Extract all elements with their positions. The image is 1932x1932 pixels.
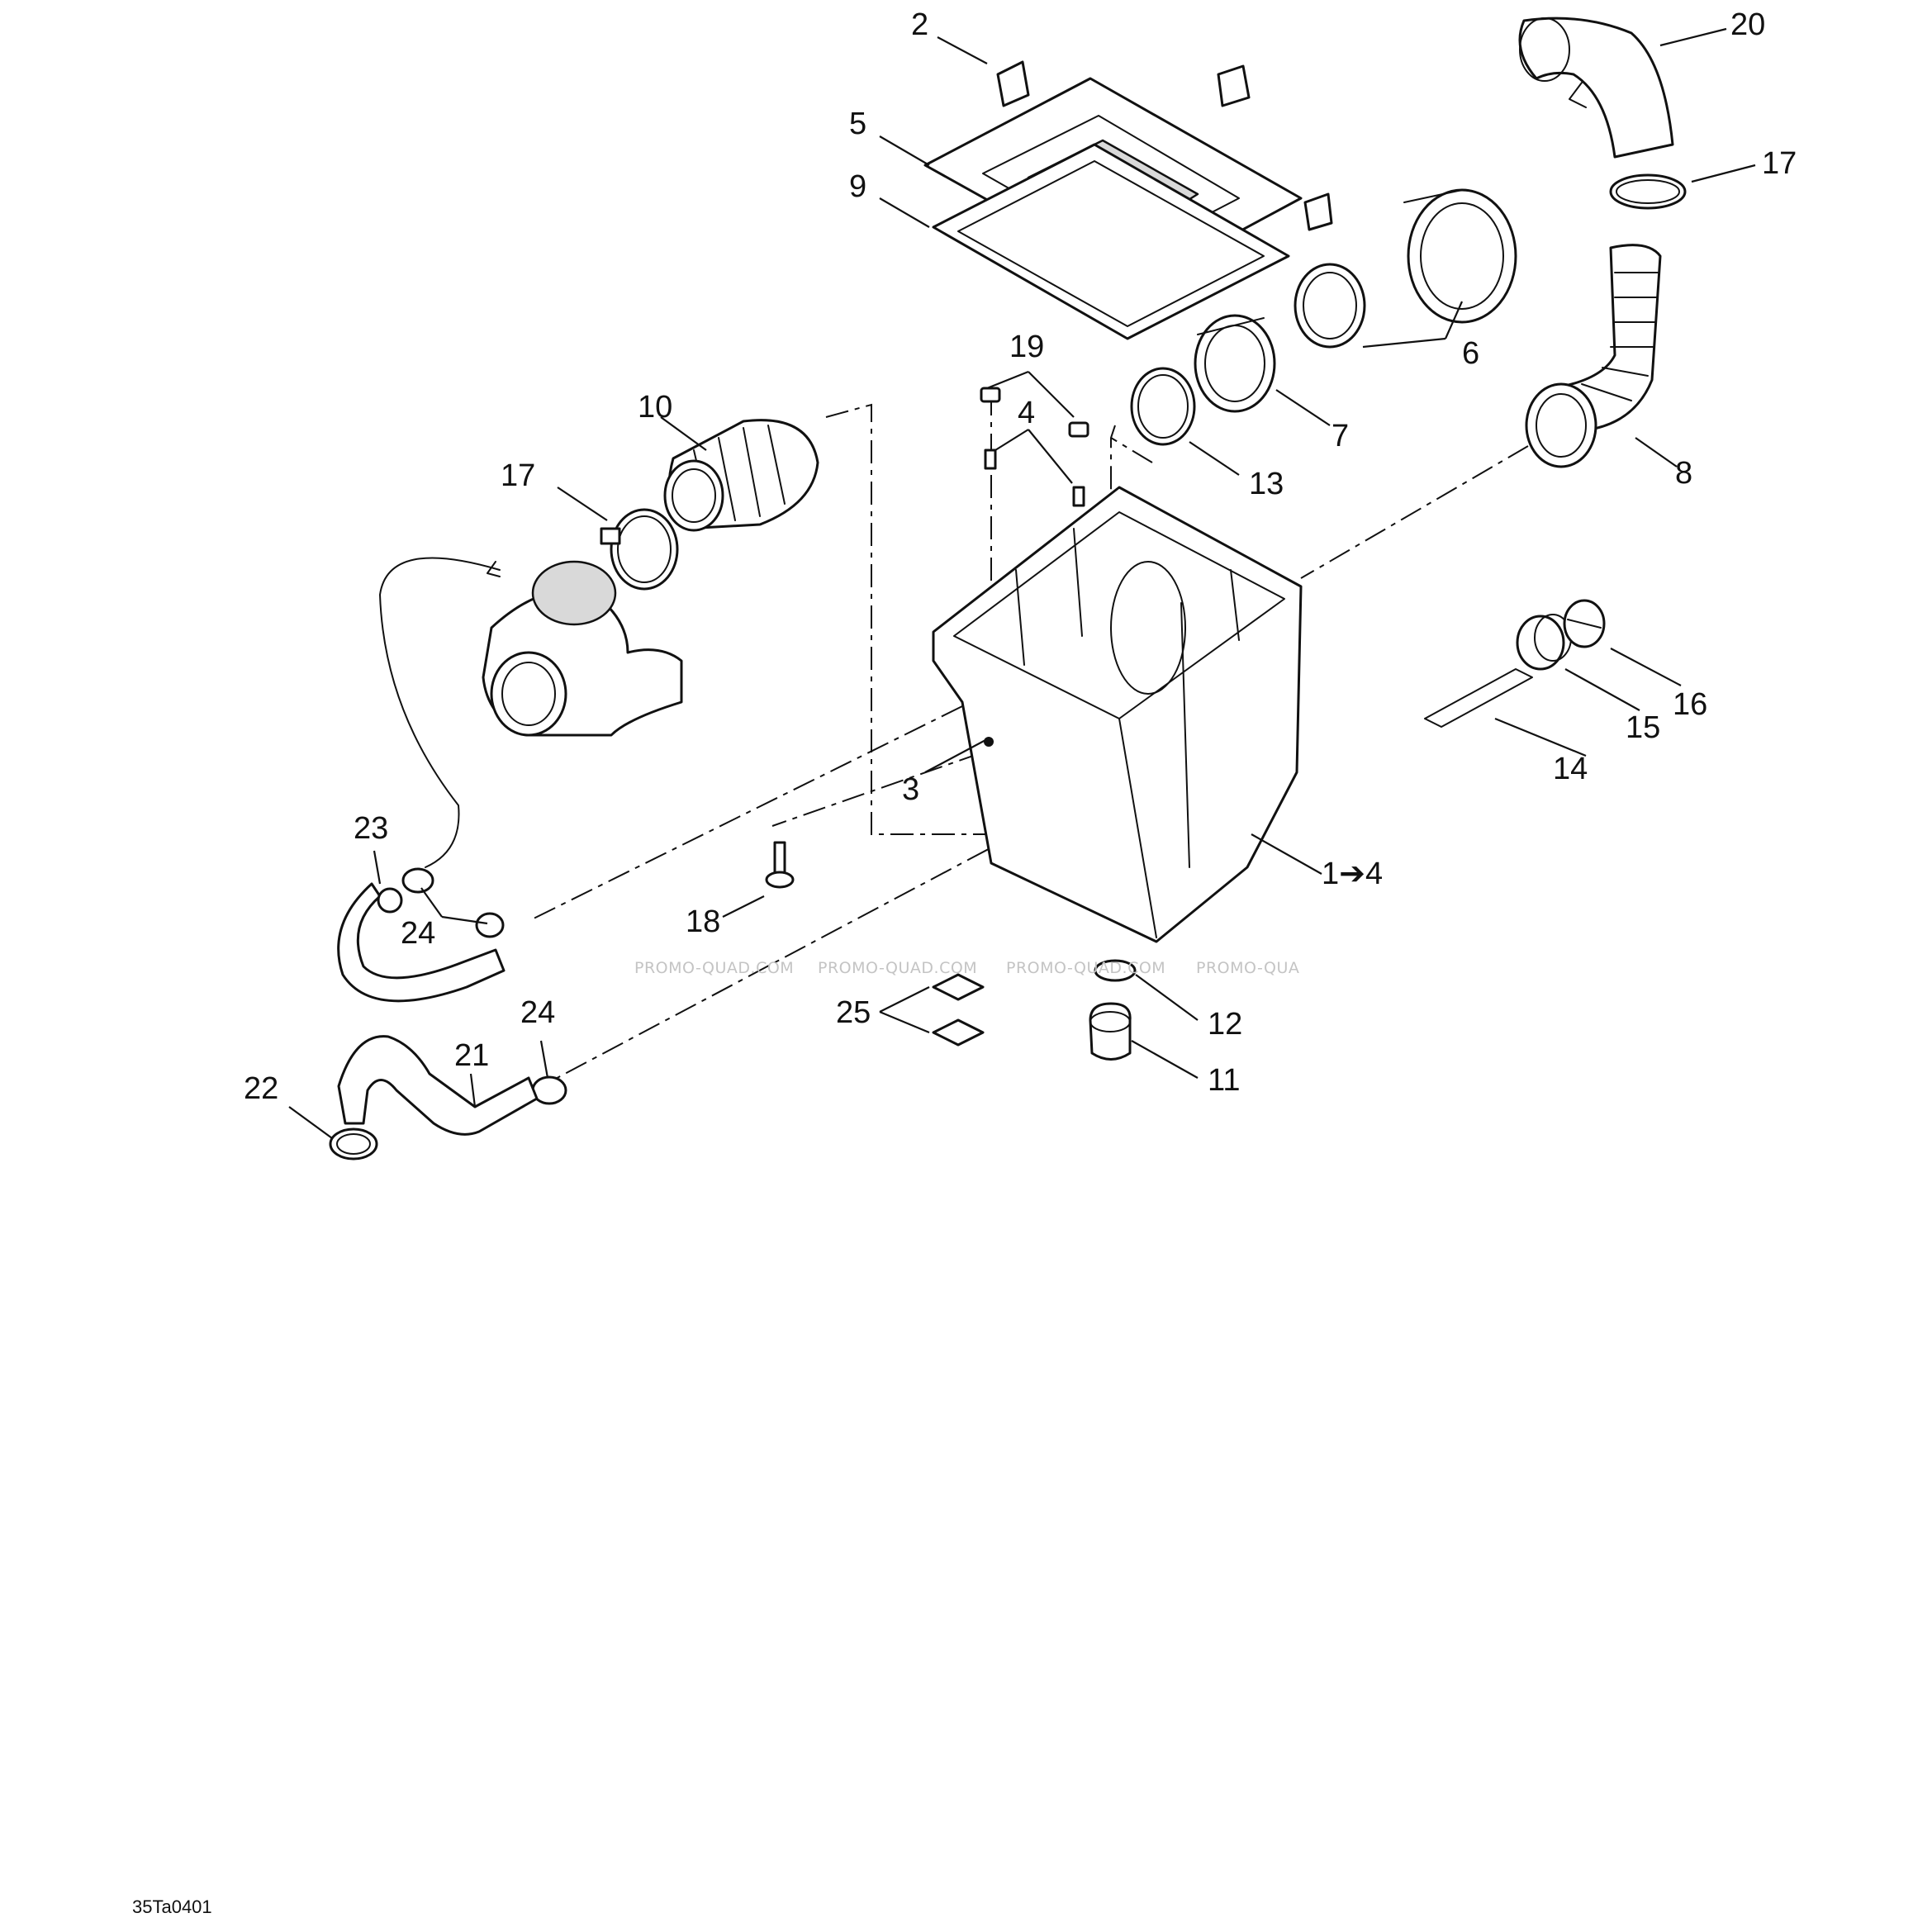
part-17-clamp-lower <box>600 508 679 591</box>
callout-21: 21 <box>454 1038 489 1073</box>
part-8-flexible-duct <box>1525 244 1662 468</box>
callout-20: 20 <box>1730 7 1765 42</box>
part-25-pads <box>932 973 985 1047</box>
carburetor <box>482 560 683 737</box>
callout-10: 10 <box>638 390 672 425</box>
watermark-text: PROMO-QUAD.COM <box>818 959 977 977</box>
part-3-grommet <box>984 737 994 747</box>
part-4-spacers <box>984 449 1085 507</box>
vent-hose <box>379 557 501 868</box>
part-18-screw <box>765 841 795 889</box>
part-1-air-box <box>932 486 1303 943</box>
callout-3: 3 <box>902 772 919 807</box>
part-15-plug <box>1516 614 1572 671</box>
callout-14: 14 <box>1553 752 1588 786</box>
part-24-clamps <box>401 867 567 1105</box>
part-7-coupler <box>1194 314 1276 413</box>
part-11-drain-cap <box>1089 1002 1132 1061</box>
callout-24-upper: 24 <box>401 916 435 951</box>
part-20-upper-elbow-duct <box>1518 17 1674 159</box>
callout-16: 16 <box>1673 687 1707 722</box>
watermark-text: PROMO-QUAD.COM <box>634 959 794 977</box>
callout-11: 11 <box>1208 1063 1240 1098</box>
part-19-nuts <box>980 387 1089 438</box>
callout-12: 12 <box>1208 1007 1242 1042</box>
callout-9: 9 <box>849 169 866 204</box>
part-2-clips <box>996 60 1333 231</box>
part-6-intake-duct <box>1294 188 1517 349</box>
drawing-code: 35Ta0401 <box>132 1896 212 1917</box>
watermarks: PROMO-QUAD.COM PROMO-QUAD.COM PROMO-QUAD… <box>634 959 1299 977</box>
part-14-retaining-wire <box>1424 668 1533 728</box>
callout-13: 13 <box>1249 467 1284 501</box>
callout-2: 2 <box>911 7 928 42</box>
callout-15: 15 <box>1626 710 1660 745</box>
part-12-clamp <box>1094 959 1137 982</box>
callout-17-lower: 17 <box>501 458 535 493</box>
part-17-clamp-upper <box>1609 173 1687 210</box>
watermark-text: PROMO-QUA <box>1196 959 1299 977</box>
callout-17-upper: 17 <box>1762 146 1797 181</box>
callout-22: 22 <box>244 1071 278 1106</box>
part-10-carburetor-boot <box>663 419 819 532</box>
leader-lines <box>288 27 1756 1139</box>
callout-25: 25 <box>836 995 871 1030</box>
callout-labels: 2 5 9 20 17 6 19 4 10 7 13 8 17 3 16 15 … <box>244 7 1797 1106</box>
callout-7: 7 <box>1332 419 1349 453</box>
callout-4: 4 <box>1018 396 1035 430</box>
part-9-air-filter <box>932 143 1290 340</box>
part-22-clamp <box>329 1127 378 1161</box>
callout-6: 6 <box>1462 336 1479 371</box>
callout-8: 8 <box>1675 456 1692 491</box>
callout-19: 19 <box>1009 330 1044 364</box>
part-13-clamp <box>1130 367 1196 446</box>
part-21-drain-hose <box>337 1035 539 1136</box>
part-16-disc <box>1563 599 1606 648</box>
callout-5: 5 <box>849 107 866 141</box>
callout-24-lower: 24 <box>520 995 555 1030</box>
watermark-text: PROMO-QUAD.COM <box>1006 959 1165 977</box>
callout-1-to-4: 1➔4 <box>1322 857 1383 891</box>
callout-18: 18 <box>686 904 720 939</box>
part-23-drain-hose <box>337 882 506 1003</box>
callout-23: 23 <box>354 811 388 846</box>
